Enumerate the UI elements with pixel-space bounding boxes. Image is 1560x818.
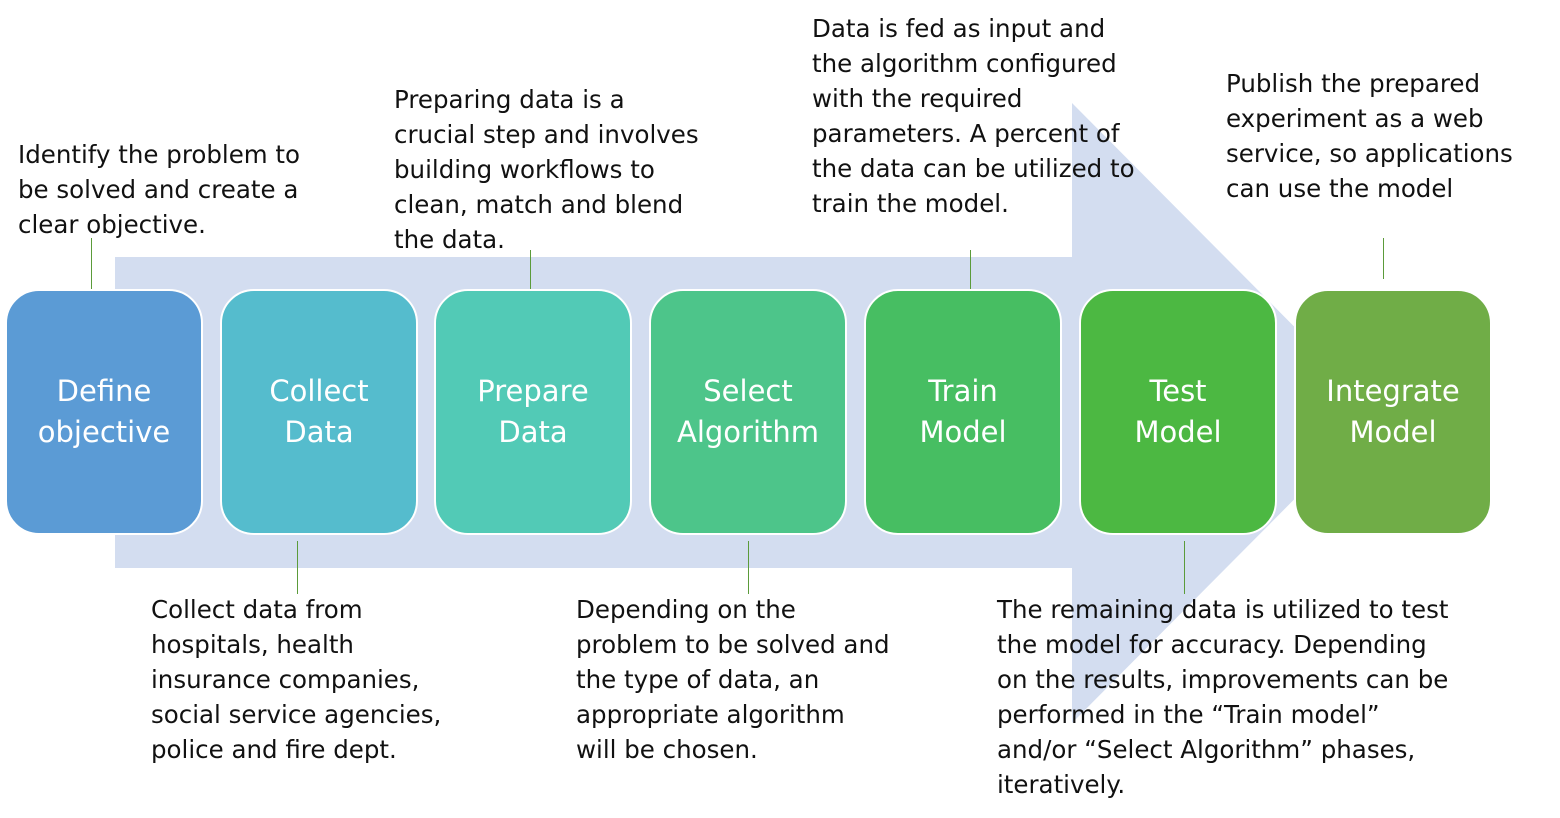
step-label: Integrate Model [1326,374,1460,449]
step-label: Test Model [1134,374,1222,449]
connector-select [748,541,749,594]
connector-prepare [530,250,531,289]
note-prepare-data: Preparing data is a crucial step and inv… [394,85,699,254]
step-label: Train Model [919,374,1007,449]
step-prepare-data: Prepare Data [434,289,632,535]
step-test-model: Test Model [1079,289,1277,535]
step-label: Select Algorithm [676,374,820,449]
step-label: Prepare Data [477,374,589,449]
note-test-model: The remaining data is utilized to test t… [997,595,1449,799]
note-integrate-model: Publish the prepared experiment as a web… [1226,69,1513,203]
note-collect-data: Collect data from hospitals, health insu… [151,595,442,764]
connector-define [91,238,92,289]
note-define-objective: Identify the problem to be solved and cr… [18,140,301,239]
step-select-algorithm: Select Algorithm [649,289,847,535]
step-collect-data: Collect Data [220,289,418,535]
step-train-model: Train Model [864,289,1062,535]
step-integrate-model: Integrate Model [1294,289,1492,535]
connector-test [1184,541,1185,594]
connector-collect [297,541,298,594]
step-label: Define objective [37,374,171,449]
step-label: Collect Data [269,374,369,449]
note-train-model: Data is fed as input and the algorithm c… [812,14,1135,218]
connector-integrate [1383,238,1384,279]
connector-train [970,250,971,289]
step-define-objective: Define objective [5,289,203,535]
note-select-algorithm: Depending on the problem to be solved an… [576,595,890,764]
